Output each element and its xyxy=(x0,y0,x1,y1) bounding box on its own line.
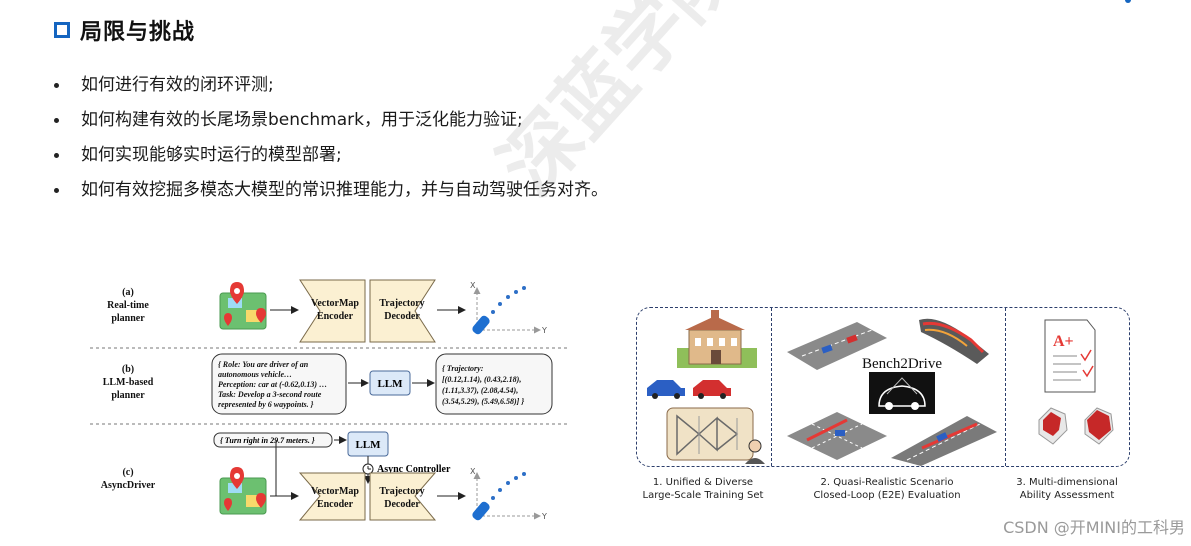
svg-text:{ Turn right in 29.7 meters. }: { Turn right in 29.7 meters. } xyxy=(220,436,315,445)
svg-text:Trajectory: Trajectory xyxy=(379,486,424,497)
svg-text:VectorMap: VectorMap xyxy=(311,486,359,497)
person-icon xyxy=(745,439,765,464)
svg-text:{ Role: You are driver of an: { Role: You are driver of an xyxy=(218,360,309,369)
intersection-icon xyxy=(787,412,887,460)
asyncdriver-figure: (a) Real-time planner VectorMap Encoder … xyxy=(90,279,570,521)
decoder-label-1: Trajectory xyxy=(379,298,424,309)
slide-title: 局限与挑战 xyxy=(54,14,195,46)
svg-text:Y: Y xyxy=(541,326,547,335)
svg-text:represented by 6 waypoints. }: represented by 6 waypoints. } xyxy=(218,400,314,409)
row-c-name: AsyncDriver xyxy=(101,480,156,491)
map-icon xyxy=(219,282,267,330)
llm-box-b xyxy=(369,370,411,396)
row-a-name-2: planner xyxy=(111,313,145,324)
panel-divider xyxy=(771,308,772,466)
neural-network-icon xyxy=(666,407,754,461)
bullet-list: 如何进行有效的闭环评测; 如何构建有效的长尾场景benchmark，用于泛化能力… xyxy=(54,68,608,208)
radar-chart-icon xyxy=(1038,407,1114,445)
svg-text:(3.54,5.29), (5.49,6.58)] }: (3.54,5.29), (5.49,6.58)] } xyxy=(442,397,524,406)
title-square-icon xyxy=(54,22,70,38)
bullet-dot-icon xyxy=(54,188,59,193)
svg-text:LLM: LLM xyxy=(377,378,403,390)
svg-text:Task: Develop a 3-second route: Task: Develop a 3-second route xyxy=(218,390,322,399)
title-text: 局限与挑战 xyxy=(80,20,196,45)
bench2drive-panel: Bench2Drive A+ xyxy=(636,307,1130,467)
bench2drive-illustration: Bench2Drive A+ xyxy=(647,310,1114,466)
corner-dot xyxy=(1125,0,1131,3)
svg-text:[(0.12,1.14), (0.43,2.18),: [(0.12,1.14), (0.43,2.18), xyxy=(442,375,521,384)
caption-1: 1. Unified & Diverse Large-Scale Trainin… xyxy=(642,477,764,501)
curved-road-icon xyxy=(919,318,989,364)
row-a-label: (a) xyxy=(122,287,134,298)
report-card-icon xyxy=(1044,319,1096,393)
svg-text:Perception: car at (-0.62,0.13: Perception: car at (-0.62,0.13) … xyxy=(218,380,327,389)
car-icon xyxy=(472,501,490,521)
csdn-watermark: CSDN @开MINI的工科男 xyxy=(1003,518,1185,537)
decoder-label-2: Decoder xyxy=(384,311,420,322)
bullet-item: 如何进行有效的闭环评测; xyxy=(54,68,608,103)
highway-scene-icon xyxy=(891,416,997,466)
svg-text:autonomous vehicle…: autonomous vehicle… xyxy=(218,370,292,379)
red-car-icon xyxy=(693,380,731,399)
svg-text:{ Trajectory:: { Trajectory: xyxy=(442,364,484,373)
prompt-bubble xyxy=(211,353,347,415)
bench2drive-logo xyxy=(869,372,935,414)
row-b-name-2: planner xyxy=(111,390,145,401)
instruction-bubble xyxy=(213,432,333,448)
svg-text:(1.11,3.37), (2.08,4.54),: (1.11,3.37), (2.08,4.54), xyxy=(442,386,518,395)
building-icon xyxy=(677,310,757,368)
blue-car-icon xyxy=(647,380,685,399)
bullet-item: 如何有效挖掘多模态大模型的常识推理能力，并与自动驾驶任务对齐。 xyxy=(54,173,608,208)
svg-text:Async Controller: Async Controller xyxy=(377,464,451,475)
row-a-name-1: Real-time xyxy=(107,300,149,311)
svg-text:X: X xyxy=(470,281,476,290)
bullet-dot-icon xyxy=(54,153,59,158)
road-scene-icon xyxy=(787,322,887,370)
bullet-dot-icon xyxy=(54,83,59,88)
svg-text:Y: Y xyxy=(541,512,547,521)
bench2drive-title: Bench2Drive xyxy=(862,356,942,372)
row-b-label: (b) xyxy=(122,364,134,375)
svg-text:X: X xyxy=(470,467,476,476)
trajectory-plot-c: X Y xyxy=(470,467,547,521)
bullet-item: 如何构建有效的长尾场景benchmark，用于泛化能力验证; xyxy=(54,103,608,138)
map-icon xyxy=(219,467,267,515)
caption-2: 2. Quasi-Realistic Scenario Closed-Loop … xyxy=(813,477,961,501)
bullet-dot-icon xyxy=(54,118,59,123)
row-b-name-1: LLM-based xyxy=(103,377,154,388)
svg-text:Decoder: Decoder xyxy=(384,499,420,510)
bullet-item: 如何实现能够实时运行的模型部署; xyxy=(54,138,608,173)
encoder-label-1: VectorMap xyxy=(311,298,359,309)
trajectory-bubble xyxy=(435,353,553,415)
row-c-label: (c) xyxy=(122,467,133,478)
panel-divider xyxy=(1005,308,1006,466)
grade-text: A+ xyxy=(1053,333,1074,350)
svg-text:Encoder: Encoder xyxy=(317,499,354,510)
encoder-label-2: Encoder xyxy=(317,311,354,322)
svg-text:LLM: LLM xyxy=(355,439,381,451)
caption-3: 3. Multi-dimensional Ability Assessment xyxy=(1016,477,1118,501)
car-icon xyxy=(472,315,490,335)
trajectory-plot-a: X Y xyxy=(470,281,547,335)
